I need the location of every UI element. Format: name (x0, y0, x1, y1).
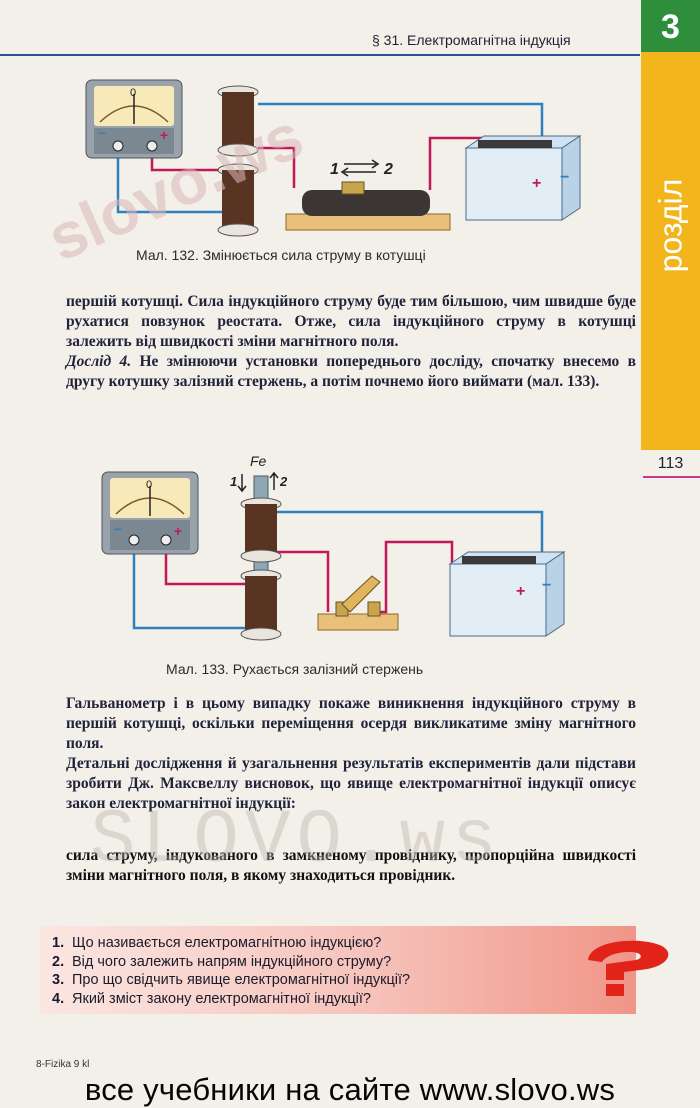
rod-arrows-icon (237, 471, 279, 493)
battery-minus-label: − (560, 169, 569, 186)
galvanometer-icon (101, 471, 199, 555)
rheostat-icon (285, 181, 451, 231)
experiment-4-lead: Дослід 4. (66, 353, 132, 370)
battery-plus-label: + (516, 583, 525, 600)
wire-red-coil (258, 146, 296, 188)
question-mark-icon (588, 940, 669, 996)
wire-red-coil (272, 550, 330, 612)
meter-plus-label: + (160, 127, 168, 143)
paragraph-experiment-4: Дослід 4. Не змінюючи установки попередн… (66, 352, 636, 392)
experiment-4-text: Не змінюючи установки попереднього дослі… (66, 353, 637, 390)
body-text-block-1: першій котушці. Сила індукційного струму… (66, 292, 636, 392)
figure-133-caption: Мал. 133. Рухається залізний стержень (166, 661, 424, 677)
questions-box (40, 926, 636, 1014)
fe-label: Fe (250, 453, 267, 469)
chapter-label-wrap: розділ (646, 140, 696, 310)
battery-icon (464, 135, 582, 221)
galvanometer-icon (85, 79, 183, 159)
rod-direction-1: 1 (230, 474, 237, 489)
body-text-block-2: Гальванометр і в цьому випадку покаже ви… (66, 694, 636, 814)
law-statement: сила струму, індукованого в замкненому п… (66, 847, 636, 884)
figure-132-caption: Мал. 132. Змінюється сила струму в котуш… (136, 247, 426, 263)
meter-plus-label: + (174, 523, 182, 539)
chapter-number: 3 (661, 8, 680, 46)
question-item: 1.Що називається електромагнітною індукц… (52, 935, 382, 951)
chapter-label: розділ (652, 178, 689, 272)
coil-upper-icon (217, 85, 259, 157)
coil-lower-icon (240, 569, 282, 641)
meter-zero-label: 0 (146, 479, 152, 491)
coil-upper-icon (240, 497, 282, 563)
knife-switch-icon (317, 575, 399, 631)
questions-list: 1.Що називається електромагнітною індукц… (52, 934, 410, 1008)
chapter-tab (641, 0, 700, 52)
rheostat-direction-1: 1 (330, 161, 339, 178)
rod-direction-2: 2 (279, 474, 288, 489)
watermark-center: SLOVO.ws (90, 798, 503, 884)
figure-133-illustration: 0 − + Fe 1 2 + − (101, 453, 566, 641)
paragraph-galvanometer: Гальванометр і в цьому випадку покаже ви… (66, 695, 636, 752)
site-banner: все учебники на сайте www.slovo.ws (84, 1072, 616, 1107)
running-header: § 31. Електромагнітна індукція (372, 32, 571, 48)
meter-minus-label: − (98, 125, 106, 141)
question-item: 2.Від чого залежить напрям індукційного … (52, 953, 392, 970)
double-arrow-icon (340, 159, 380, 177)
meter-zero-label: 0 (130, 87, 136, 99)
page-number-rule (643, 476, 700, 478)
page-number: 113 (657, 455, 684, 472)
wire-red-left (164, 540, 246, 586)
question-item: 4.Який зміст закону електромагнітної інд… (52, 990, 371, 1007)
battery-plus-label: + (532, 175, 541, 192)
question-item: 3.Про що свідчить явище електромагнітної… (52, 972, 411, 988)
paragraph-maxwell: Детальні дослідження й узагальнення резу… (66, 755, 636, 812)
battery-minus-label: − (542, 577, 551, 594)
rheostat-direction-2: 2 (383, 161, 393, 178)
wire-blue-top (272, 510, 544, 560)
book-signature: 8-Fizika 9 kl (36, 1059, 90, 1070)
meter-minus-label: − (114, 521, 122, 537)
battery-icon (448, 551, 566, 637)
coil-lower-icon (217, 163, 259, 237)
paragraph-continuation: першій котушці. Сила індукційного струму… (66, 293, 636, 350)
wire-red-right (374, 540, 454, 614)
chapter-side-band (641, 52, 700, 450)
header-rule (0, 54, 640, 56)
figure-132-illustration: 0 − + 1 2 + − (85, 79, 582, 237)
